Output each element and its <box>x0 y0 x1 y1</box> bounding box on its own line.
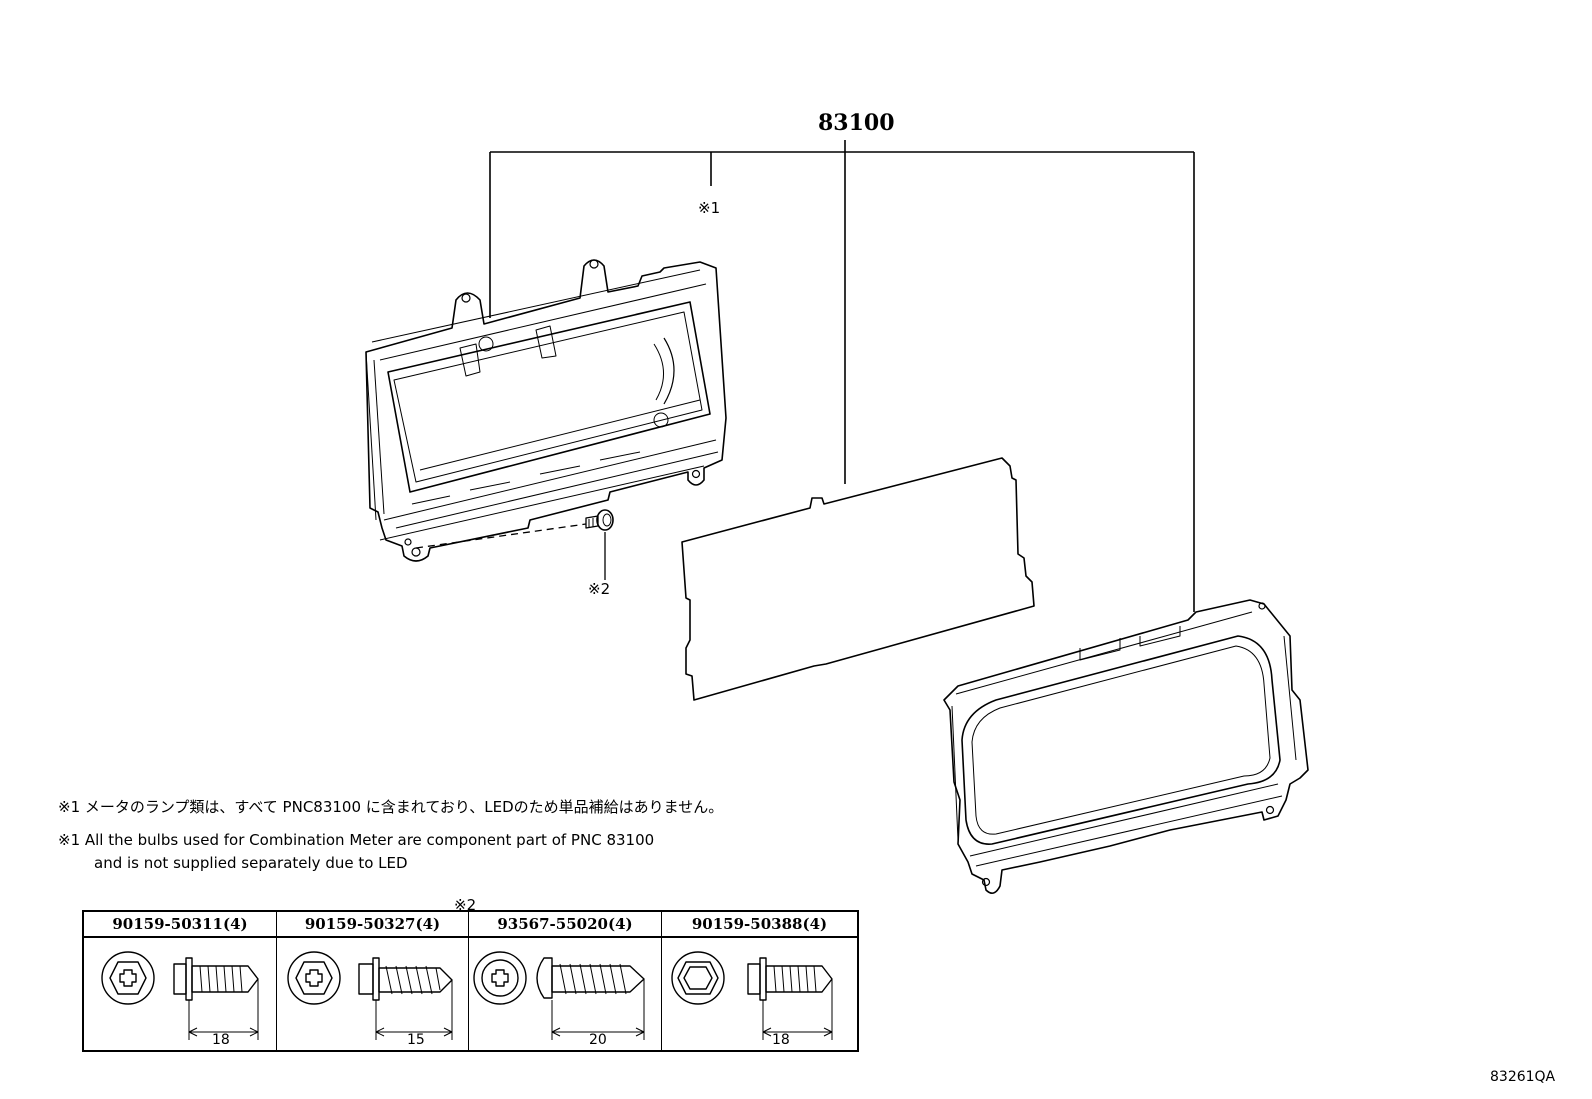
part-number-90159-50311[interactable]: 90159-50311(4) <box>82 910 277 938</box>
fastener-length-2: 15 <box>407 1032 425 1048</box>
illustration-code: 83261QA <box>1490 1069 1556 1085</box>
part-number-90159-50327[interactable]: 90159-50327(4) <box>276 910 469 938</box>
fastener-table-reference: ※2 <box>454 896 477 914</box>
reference-mark-1: ※1 <box>698 199 721 217</box>
screw-ref-2 <box>415 509 614 580</box>
note-japanese: ※1 メータのランプ類は、すべて PNC83100 に含まれており、LEDのため… <box>58 798 724 816</box>
fastener-table-drawings-row: 18 15 20 18 <box>82 936 859 1052</box>
part-number-90159-50388[interactable]: 90159-50388(4) <box>661 910 859 938</box>
note-english-line-1: ※1 All the bulbs used for Combination Me… <box>58 831 655 849</box>
part-number-93567-55020[interactable]: 93567-55020(4) <box>468 910 662 938</box>
fastener-table-header: 90159-50311(4) 90159-50327(4) 93567-5502… <box>82 910 859 938</box>
fastener-table: 90159-50311(4) 90159-50327(4) 93567-5502… <box>82 910 859 1052</box>
display-lens <box>681 457 1035 701</box>
fastener-length-1: 18 <box>212 1032 230 1048</box>
meter-bezel-front <box>943 599 1309 894</box>
fastener-cell-2: 15 <box>276 936 469 1052</box>
fastener-cell-4: 18 <box>661 936 859 1052</box>
fastener-length-3: 20 <box>589 1032 607 1048</box>
fastener-length-4: 18 <box>772 1032 790 1048</box>
fastener-cell-1: 18 <box>82 936 277 1052</box>
reference-mark-2: ※2 <box>588 580 611 598</box>
note-english-line-2: and is not supplied separately due to LE… <box>94 854 408 872</box>
part-number-83100[interactable]: 83100 <box>818 110 895 136</box>
leader-lines-83100 <box>489 140 1195 612</box>
fastener-cell-3: 20 <box>468 936 662 1052</box>
meter-case-rear <box>365 259 727 562</box>
